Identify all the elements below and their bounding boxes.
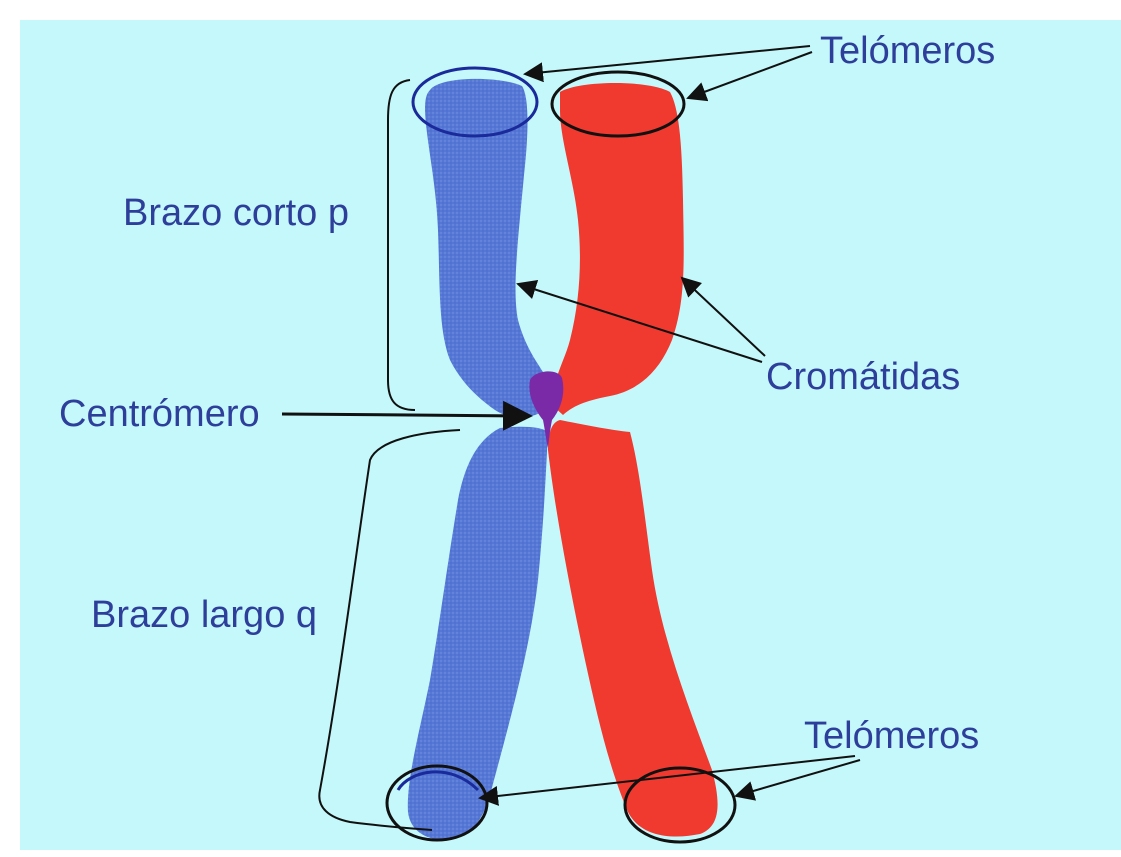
label-centromere: Centrómero — [59, 395, 260, 433]
label-short-arm: Brazo corto p — [123, 194, 349, 232]
arrow-centromere — [282, 414, 530, 416]
label-chromatids: Cromátidas — [766, 358, 960, 396]
label-telomeres-bottom: Telómeros — [804, 717, 979, 755]
label-long-arm: Brazo largo q — [91, 596, 317, 634]
label-telomeres-top: Telómeros — [820, 32, 995, 70]
